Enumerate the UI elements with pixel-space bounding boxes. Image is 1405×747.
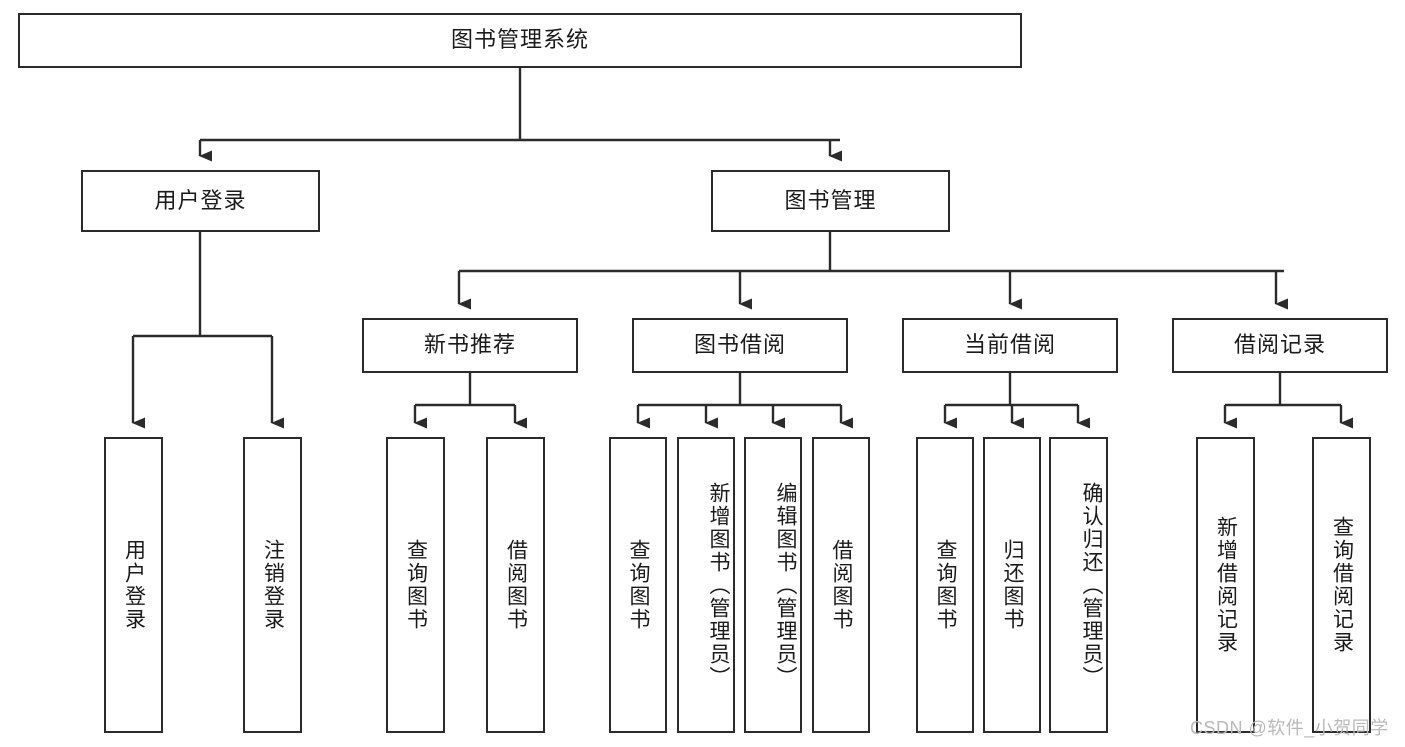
leaf-query-books-recommend[interactable]: 查询图书: [386, 437, 445, 733]
leaf-add-book-admin[interactable]: 新增图书（管理员）: [677, 437, 735, 733]
leaf-confirm-return-admin[interactable]: 确认归还（管理员）: [1049, 437, 1108, 733]
leaf-user-login[interactable]: 用户登录: [104, 437, 163, 733]
node-user-login[interactable]: 用户登录: [81, 170, 320, 232]
leaf-logout[interactable]: 注销登录: [243, 437, 302, 733]
leaf-edit-book-admin[interactable]: 编辑图书（管理员）: [744, 437, 802, 733]
leaf-borrow-books[interactable]: 借阅图书: [812, 437, 870, 733]
node-current-borrow[interactable]: 当前借阅: [902, 318, 1118, 373]
node-borrow-record[interactable]: 借阅记录: [1172, 318, 1388, 373]
leaf-query-books-current[interactable]: 查询图书: [916, 437, 974, 733]
node-book-management[interactable]: 图书管理: [711, 170, 950, 232]
leaf-query-borrow-record[interactable]: 查询借阅记录: [1312, 437, 1371, 733]
node-new-book-recommend[interactable]: 新书推荐: [362, 318, 578, 373]
node-root-system[interactable]: 图书管理系统: [18, 13, 1022, 68]
leaf-query-books-borrow[interactable]: 查询图书: [609, 437, 667, 733]
csdn-watermark: CSDN @软件_小贺同学: [1190, 718, 1389, 738]
leaf-return-books[interactable]: 归还图书: [983, 437, 1041, 733]
leaf-borrow-books-recommend[interactable]: 借阅图书: [486, 437, 545, 733]
leaf-add-borrow-record[interactable]: 新增借阅记录: [1196, 437, 1255, 733]
node-book-borrow[interactable]: 图书借阅: [632, 318, 848, 373]
